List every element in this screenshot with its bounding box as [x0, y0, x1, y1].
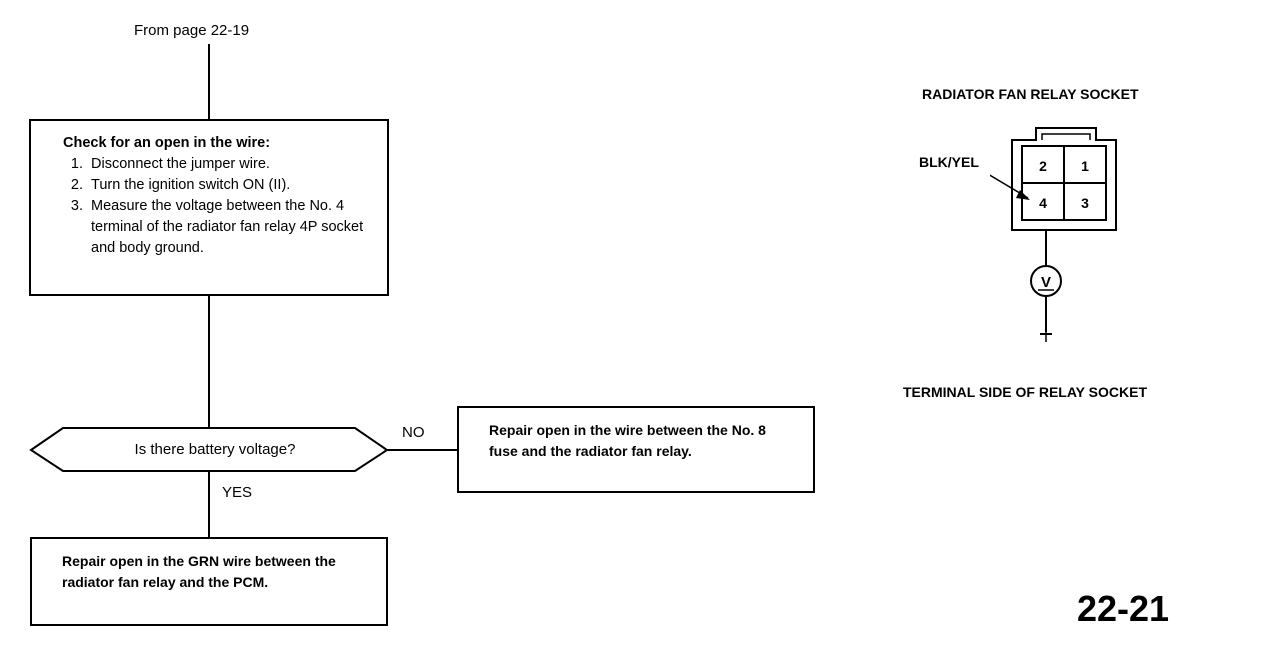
wire-label: BLK/YEL	[919, 154, 979, 170]
no-label: NO	[402, 424, 425, 441]
yes-result-text: Repair open in the GRN wire between the …	[62, 553, 336, 590]
yes-label: YES	[222, 484, 253, 501]
check-step-2: Turn the ignition switch ON (II).	[87, 175, 366, 196]
decision-question: Is there battery voltage?	[134, 441, 296, 458]
terminal-3: 3	[1081, 195, 1089, 211]
no-result-text: Repair open in the wire between the No. …	[489, 422, 766, 459]
terminal-side-caption: TERMINAL SIDE OF RELAY SOCKET	[903, 384, 1147, 400]
check-step-3: Measure the voltage between the No. 4 te…	[87, 196, 366, 259]
relay-socket-diagram: 2 1 4 3 V	[990, 127, 1117, 342]
no-result-box: Repair open in the wire between the No. …	[457, 406, 815, 493]
yes-result-box: Repair open in the GRN wire between the …	[30, 537, 388, 626]
check-steps: Disconnect the jumper wire. Turn the ign…	[63, 154, 387, 259]
check-step-1: Disconnect the jumper wire.	[87, 154, 366, 175]
terminal-1: 1	[1081, 158, 1089, 174]
terminal-2: 2	[1039, 158, 1047, 174]
check-open-wire-box: Check for an open in the wire: Disconnec…	[29, 119, 389, 296]
from-page-label: From page 22-19	[134, 22, 250, 39]
check-heading: Check for an open in the wire:	[63, 135, 271, 151]
page-number: 22-21	[1077, 588, 1170, 629]
voltmeter-symbol: V	[1041, 274, 1051, 291]
terminal-4: 4	[1039, 195, 1047, 211]
connector-title: RADIATOR FAN RELAY SOCKET	[922, 86, 1139, 102]
